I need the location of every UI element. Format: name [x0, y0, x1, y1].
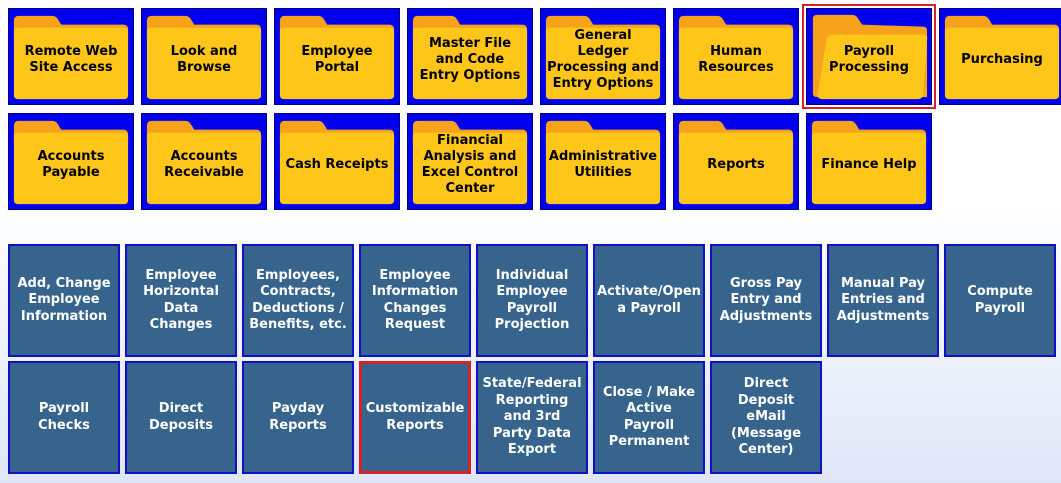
function-button-payday-reports[interactable]: Payday Reports — [242, 361, 354, 474]
folder-label: Reports — [707, 156, 765, 172]
function-label: Compute Payroll — [967, 284, 1033, 316]
folder-tile-financial-analysis-and-excel-control-center[interactable]: Financial Analysis and Excel Control Cen… — [407, 113, 533, 210]
folder-label: Payroll Processing — [829, 43, 909, 75]
function-label: Close / Make Active Payroll Permanent — [602, 384, 696, 450]
folder-label: Accounts Payable — [37, 148, 105, 180]
folder-label: Master File and Code Entry Options — [419, 35, 521, 83]
function-button-individual-employee-payroll-projection[interactable]: Individual Employee Payroll Projection — [476, 244, 588, 357]
folder-label: Remote Web Site Access — [24, 43, 118, 75]
folder-icon — [412, 120, 528, 205]
folder-icon — [545, 120, 661, 205]
function-button-state-federal-reporting-and-3rd-party-data-export[interactable]: State/Federal Reporting and 3rd Party Da… — [476, 361, 588, 474]
folder-label: Cash Receipts — [285, 156, 389, 172]
function-button-customizable-reports[interactable]: Customizable Reports — [359, 361, 471, 474]
folder-label: Administrative Utilities — [548, 148, 658, 180]
function-label: Customizable Reports — [365, 401, 465, 433]
folder-icon — [279, 120, 395, 205]
folder-icon — [678, 15, 794, 100]
function-button-manual-pay-entries-and-adjustments[interactable]: Manual Pay Entries and Adjustments — [827, 244, 939, 357]
folder-tile-general-ledger-processing-and-entry-options[interactable]: General Ledger Processing and Entry Opti… — [540, 8, 666, 105]
folder-tile-look-and-browse[interactable]: Look and Browse — [141, 8, 267, 105]
folder-icon — [146, 15, 262, 100]
folder-label: Financial Analysis and Excel Control Cen… — [421, 132, 519, 196]
folder-label: Employee Portal — [301, 43, 373, 75]
folder-icon — [13, 120, 129, 205]
folder-tile-accounts-receivable[interactable]: Accounts Receivable — [141, 113, 267, 210]
function-label: Manual Pay Entries and Adjustments — [836, 275, 930, 324]
folder-tile-payroll-processing[interactable]: Payroll Processing — [802, 4, 936, 109]
function-label: Gross Pay Entry and Adjustments — [719, 275, 813, 324]
folder-label: Human Resources — [698, 43, 774, 75]
function-label: Direct Deposits — [149, 401, 213, 433]
folder-label: Purchasing — [961, 51, 1043, 67]
folder-icon — [678, 120, 794, 205]
function-button-employee-horizontal-data-changes[interactable]: Employee Horizontal Data Changes — [125, 244, 237, 357]
folder-icon — [811, 120, 927, 205]
folder-icon — [412, 15, 528, 100]
folder-icon — [146, 120, 262, 205]
function-label: Employee Information Changes Request — [371, 267, 459, 333]
function-label: Add, Change Employee Information — [17, 275, 111, 324]
function-label: Payday Reports — [269, 401, 327, 433]
folder-label: Finance Help — [821, 156, 917, 172]
function-button-gross-pay-entry-and-adjustments[interactable]: Gross Pay Entry and Adjustments — [710, 244, 822, 357]
folder-icon — [812, 14, 928, 100]
folder-tile-finance-help[interactable]: Finance Help — [806, 113, 932, 210]
folder-icon — [944, 15, 1060, 100]
function-label: Employees, Contracts, Deductions / Benef… — [249, 267, 347, 333]
folder-icon — [13, 15, 129, 100]
function-button-activate-open-a-payroll[interactable]: Activate/Open a Payroll — [593, 244, 705, 357]
function-label: State/Federal Reporting and 3rd Party Da… — [482, 376, 582, 458]
function-label: Direct Deposit eMail (Message Center) — [730, 376, 802, 458]
function-label: Individual Employee Payroll Projection — [494, 267, 570, 333]
function-button-direct-deposits[interactable]: Direct Deposits — [125, 361, 237, 474]
folder-tile-administrative-utilities[interactable]: Administrative Utilities — [540, 113, 666, 210]
function-button-employees-contracts-deductions-benefits-etc[interactable]: Employees, Contracts, Deductions / Benef… — [242, 244, 354, 357]
function-label: Payroll Checks — [38, 401, 90, 433]
function-button-close-make-active-payroll-permanent[interactable]: Close / Make Active Payroll Permanent — [593, 361, 705, 474]
function-button-direct-deposit-email-message-center[interactable]: Direct Deposit eMail (Message Center) — [710, 361, 822, 474]
folder-tile-cash-receipts[interactable]: Cash Receipts — [274, 113, 400, 210]
function-button-employee-information-changes-request[interactable]: Employee Information Changes Request — [359, 244, 471, 357]
folder-tile-employee-portal[interactable]: Employee Portal — [274, 8, 400, 105]
folder-tile-purchasing[interactable]: Purchasing — [939, 8, 1061, 105]
folder-tile-reports[interactable]: Reports — [673, 113, 799, 210]
folder-icon — [545, 15, 661, 100]
folder-tile-human-resources[interactable]: Human Resources — [673, 8, 799, 105]
folder-tile-remote-web-site-access[interactable]: Remote Web Site Access — [8, 8, 134, 105]
folder-label: Accounts Receivable — [164, 148, 244, 180]
folder-tile-master-file-and-code-entry-options[interactable]: Master File and Code Entry Options — [407, 8, 533, 105]
function-button-compute-payroll[interactable]: Compute Payroll — [944, 244, 1056, 357]
function-label: Employee Horizontal Data Changes — [143, 267, 219, 333]
folder-label: Look and Browse — [170, 43, 238, 75]
folder-label: General Ledger Processing and Entry Opti… — [547, 27, 659, 91]
folder-icon — [279, 15, 395, 100]
function-label: Activate/Open a Payroll — [597, 284, 701, 316]
folder-tile-accounts-payable[interactable]: Accounts Payable — [8, 113, 134, 210]
function-button-add-change-employee-information[interactable]: Add, Change Employee Information — [8, 244, 120, 357]
function-button-payroll-checks[interactable]: Payroll Checks — [8, 361, 120, 474]
